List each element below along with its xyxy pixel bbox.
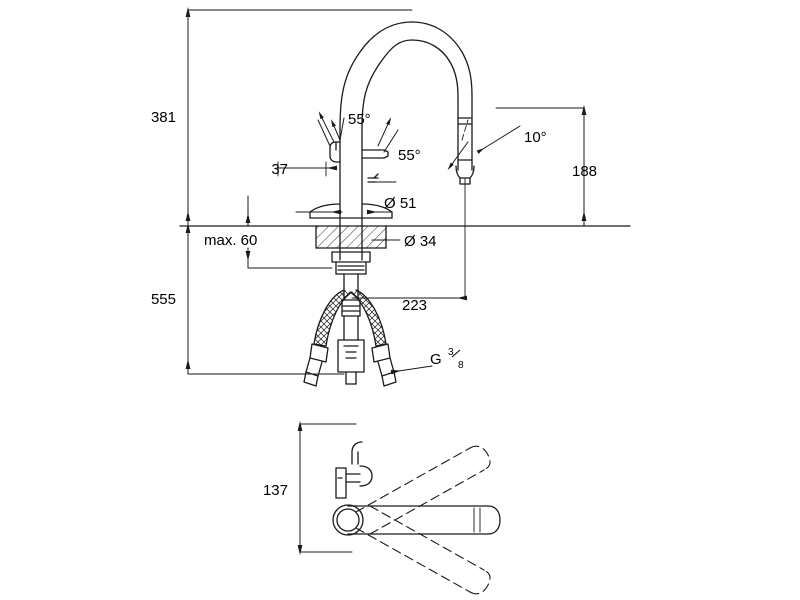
dim-d34-label: Ø 34 [404,233,437,250]
faucet-top-view [297,421,501,595]
dim-37-label: 37 [271,161,288,178]
thread-g38-numerator: 3 [448,347,454,358]
angle-callouts [317,111,521,171]
dim-max60-label: max. 60 [204,232,257,249]
dimension-text-group: 381 555 188 37 223 max. 60 Ø 51 Ø 34 137 [151,109,597,499]
dim-381-label: 381 [151,109,176,126]
dim-223-label: 223 [402,297,427,314]
thread-g38-denominator: 8 [458,360,464,371]
dim-d51-label: Ø 51 [384,195,417,212]
dim-137-label: 137 [263,482,288,499]
angle-55-a-label: 55° [348,111,371,128]
thread-label-group: G 3 8 [430,347,464,371]
angle-10-label: 10° [524,129,547,146]
angle-55-b-label: 55° [398,147,421,164]
angle-text-group: 55° 55° 10° [348,111,547,164]
dim-555-label: 555 [151,291,176,308]
dimension-lines [185,7,587,375]
dim-188-label: 188 [572,163,597,180]
thread-g38-prefix: G [430,351,442,368]
